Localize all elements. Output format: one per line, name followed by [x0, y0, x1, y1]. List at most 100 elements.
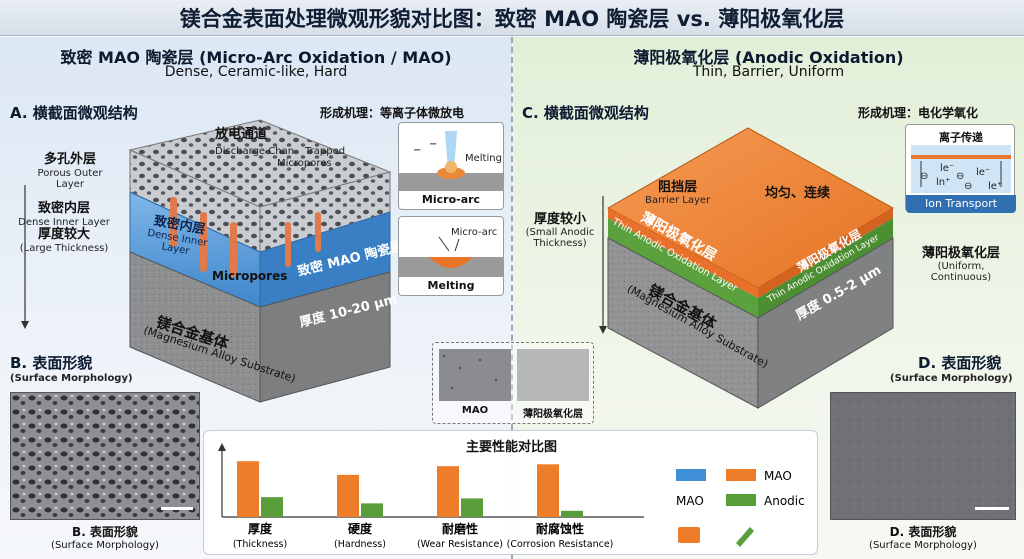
mao-sample-image — [439, 349, 511, 401]
sample-comparison: MAO 薄阳极氧化层 — [432, 342, 594, 424]
category-label-en-1: (Hardness) — [334, 539, 386, 550]
porous-outer-label: 多孔外层 Porous Outer Layer — [30, 152, 110, 191]
bar-mao-0 — [237, 461, 259, 517]
section-b-subtitle: (Surface Morphology) — [10, 373, 133, 384]
svg-text:−: − — [429, 139, 437, 150]
inset-microarc-label: Micro-arc — [421, 193, 481, 206]
right-header-subtitle: Thin, Barrier, Uniform — [692, 64, 845, 80]
anodic-sem-caption-en: (Surface Morphology) — [869, 540, 977, 551]
thick-en: (Large Thickness) — [19, 243, 109, 255]
side-layer-en: (Uniform, Continuous) — [930, 261, 992, 283]
mao-cross-section-block — [128, 119, 392, 403]
ion-1: le⁻ — [940, 163, 955, 174]
dense-inner-label: 致密内层 Dense Inner Layer 厚度较大 (Large Thick… — [14, 201, 114, 255]
bar-anodic-2 — [461, 498, 483, 517]
legend-label-mao: MAO — [764, 469, 792, 483]
section-d-subtitle: (Surface Morphology) — [890, 373, 1013, 384]
small-thickness-cn: 厚度较小 — [533, 212, 586, 227]
svg-text:−: − — [413, 145, 421, 156]
chart-title: 主要性能对比图 — [465, 440, 557, 455]
category-label-3: 耐腐蚀性 — [536, 521, 584, 536]
microarc-inset-1: − − Melting Micro-arc — [398, 122, 504, 210]
category-label-en-0: (Thickness) — [233, 539, 287, 550]
anodic-process-icon — [736, 527, 754, 547]
y-axis-arrow — [218, 443, 226, 451]
performance-chart: 厚度 (Thickness) 硬度 (Hardness) 耐磨性 (Wear Resist… — [218, 443, 805, 550]
micropores-label: Micropores — [212, 269, 288, 283]
right-mechanism: 形成机理：电化学氧化 — [858, 106, 979, 120]
inset-microarc-2: Micro-arc — [451, 227, 498, 238]
anodic-sample-label: 薄阳极氧化层 — [523, 409, 583, 420]
legend-label-mao-2: MAO — [676, 494, 704, 508]
porous-outer-cn: 多孔外层 — [43, 152, 96, 167]
mao-sem-caption-en: (Surface Morphology) — [51, 540, 159, 551]
microarc-inset-1-graphic: − − — [399, 131, 503, 191]
barrier-label: 阻挡层 Barrier Layer — [645, 176, 710, 206]
category-label-1: 硬度 — [348, 521, 373, 536]
anodic-sample-image — [517, 349, 589, 401]
page-title: 镁合金表面处理微观形貌对比图：致密 MAO 陶瓷层 vs. 薄阳极氧化层 — [0, 0, 1024, 36]
section-b-title: B. 表面形貌 — [10, 354, 93, 372]
thick-cn: 厚度较大 — [37, 227, 90, 243]
inset-melting-1: Melting — [465, 153, 502, 164]
discharge-cn: 放电通道 — [215, 127, 268, 142]
ion-transport-graphic — [911, 145, 1011, 193]
mao-sem-caption: B. 表面形貌 — [72, 525, 138, 539]
anodic-cross-section-block — [606, 127, 895, 409]
mao-sample-label: MAO — [461, 405, 489, 416]
anodic-sem-caption: D. 表面形貌 — [889, 525, 957, 539]
legend-swatch-mao — [726, 469, 756, 481]
ion-6: ⊖ — [956, 171, 965, 182]
ion-7: ⊖ — [964, 181, 973, 192]
small-thickness-label: 厚度较小 (Small Anodic Thickness) — [520, 208, 600, 249]
mao-process-icon — [678, 527, 700, 543]
category-label-0: 厚度 — [248, 521, 273, 536]
bar-mao-1 — [337, 474, 359, 517]
section-a-title: A. 横截面微观结构 — [10, 104, 138, 122]
trapped-label-1: Trapped — [305, 146, 346, 157]
anodic-sem-image — [830, 392, 1016, 520]
discharge-label: 放电通道 — [215, 127, 268, 143]
melting-inset-graphic — [399, 236, 503, 277]
bar-anodic-0 — [261, 497, 283, 517]
ion-3: le⁻ — [976, 167, 991, 178]
category-label-en-2: (Wear Resistance) — [417, 539, 503, 550]
mao-sem-image — [10, 392, 200, 520]
barrier-en: Barrier Layer — [645, 195, 711, 206]
legend-swatch-blue — [676, 469, 706, 481]
category-label-2: 耐磨性 — [442, 521, 478, 536]
left-header-subtitle: Dense, Ceramic-like, Hard — [164, 64, 348, 80]
right-header-title: 薄阳极氧化层 (Anodic Oxidation) — [633, 48, 904, 67]
panel-divider — [511, 37, 513, 559]
uniform-label: 均匀、连续 — [765, 186, 831, 201]
performance-chart-card: 主要性能对比图 厚度 (Thickness) 硬度 (Hardness) 耐磨性 (Wea… — [203, 430, 818, 555]
ion-transport-title: 离子传递 — [939, 131, 983, 144]
category-label-en-3: (Corrosion Resistance) — [507, 539, 614, 550]
dense-inner-cn: 致密内层 — [37, 201, 90, 216]
section-d-title: D. 表面形貌 — [918, 354, 1002, 372]
small-thickness-en2: Thickness) — [533, 238, 587, 249]
bar-mao-2 — [437, 466, 459, 517]
bar-mao-3 — [537, 464, 559, 517]
side-layer-cn: 薄阳极氧化层 — [921, 246, 1000, 261]
small-thickness-en1: (Small Anodic — [525, 227, 595, 238]
ion-5: ⊖ — [920, 171, 929, 182]
bar-anodic-1 — [361, 503, 383, 517]
section-c-title: C. 横截面微观结构 — [522, 104, 649, 122]
ion-4: le⁺ — [988, 181, 1003, 192]
mao-thickness-arrow — [21, 185, 29, 329]
melting-inset: Micro-arc Melting — [398, 216, 504, 296]
ion-transport-caption: Ion Transport — [906, 195, 1016, 213]
legend-swatch-anodic — [726, 494, 756, 506]
left-header-title: 致密 MAO 陶瓷层 (Micro-Arc Oxidation / MAO) — [60, 48, 452, 67]
ion-2: ln⁺ — [936, 177, 951, 188]
page-title-text: 镁合金表面处理微观形貌对比图：致密 MAO 陶瓷层 vs. 薄阳极氧化层 — [179, 6, 845, 31]
bar-anodic-3 — [561, 510, 583, 517]
legend-label-anodic: Anodic — [764, 494, 805, 508]
ion-transport-inset: 离子传递 le⁻ ln⁺ le⁻ le⁺ ⊖ ⊖ ⊖ Ion Transport — [905, 124, 1016, 213]
inset-melting-2: Melting — [427, 279, 475, 292]
dense-inner-en: Dense Inner Layer — [18, 216, 110, 228]
porous-outer-en: Porous Outer Layer — [37, 167, 103, 191]
trapped-label-2: Micropores — [277, 158, 332, 169]
barrier-cn: 阻挡层 — [658, 180, 698, 195]
